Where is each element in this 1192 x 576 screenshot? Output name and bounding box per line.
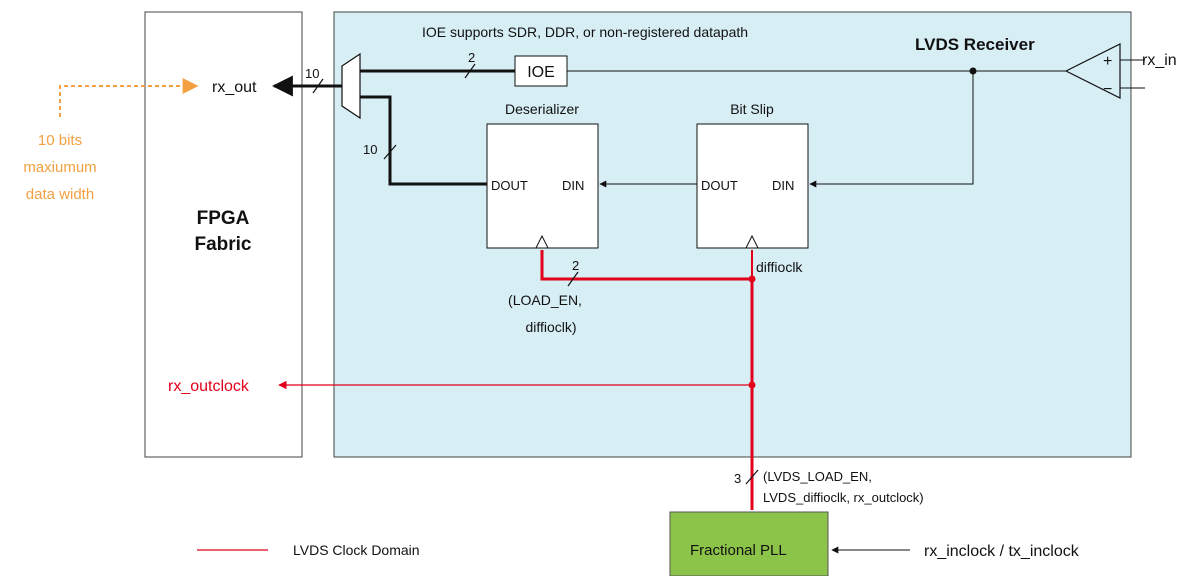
bitslip-title: Bit Slip: [730, 101, 774, 117]
data-width-line1: 10 bits: [38, 132, 82, 149]
bitslip-block: [696, 123, 809, 249]
ioe-label: IOE: [527, 64, 555, 81]
data-width-line2: maxiumum: [23, 159, 96, 176]
clock-junction-top: [748, 275, 756, 283]
deser-width-tick: [383, 144, 397, 160]
ioe-block: [514, 55, 568, 87]
ioe-note: IOE supports SDR, DDR, or non-registered…: [422, 24, 748, 40]
lvds-input-buffer: [1064, 43, 1121, 99]
rx-out-label: rx_out: [212, 79, 257, 96]
pll-bus-width-tick: [745, 469, 759, 485]
rx-in-label: rx_in: [1142, 52, 1177, 69]
clock-junction-outclock: [748, 381, 756, 389]
deserializer-title: Deserializer: [505, 101, 579, 117]
load-en-label-line2: diffioclk): [525, 319, 576, 335]
fractional-pll-label: Fractional PLL: [690, 542, 787, 559]
output-mux: [341, 52, 361, 120]
load-en-label-line1: (LOAD_EN,: [508, 292, 582, 308]
rx-out-width: 10: [305, 66, 319, 81]
fpga-fabric-label-line2: Fabric: [194, 234, 251, 255]
ioe-width: 2: [468, 50, 475, 65]
deser-width: 10: [363, 142, 377, 157]
buffer-plus: +: [1103, 53, 1112, 70]
pll-bus-width: 3: [734, 471, 741, 486]
deserializer-clock-pin: [535, 234, 549, 249]
deser-to-mux-bus: [360, 95, 487, 186]
legend-label: LVDS Clock Domain: [293, 542, 420, 558]
data-width-line3: data width: [26, 186, 94, 203]
ioe-width-tick: [464, 63, 476, 79]
receiver-to-bitslip: [809, 71, 974, 188]
deserializer-block: [486, 123, 599, 249]
rx-inclock-label: rx_inclock / tx_inclock: [924, 543, 1080, 560]
bitslip-dout: DOUT: [701, 178, 738, 193]
fpga-fabric-label-line1: FPGA: [197, 208, 250, 229]
rx-out-width-tick: [312, 78, 324, 94]
fractional-pll-block: [669, 511, 829, 576]
buffer-minus: −: [1103, 81, 1112, 98]
lvds-receiver-title: LVDS Receiver: [915, 35, 1035, 54]
pll-bus-label-line2: LVDS_diffioclk, rx_outclock): [763, 490, 924, 505]
pll-bus-label-line1: (LVDS_LOAD_EN,: [763, 469, 872, 484]
bitslip-clock-pin: [745, 234, 759, 249]
rx-outclock-label: rx_outclock: [168, 378, 250, 395]
load-en-clock-line: [540, 250, 752, 281]
bitslip-din: DIN: [772, 178, 794, 193]
load-en-width-tick: [567, 271, 579, 287]
load-en-width: 2: [572, 258, 579, 273]
diffioclk-label: diffioclk: [756, 259, 803, 275]
data-width-leader: [59, 78, 199, 117]
deserializer-din: DIN: [562, 178, 584, 193]
deserializer-dout: DOUT: [491, 178, 528, 193]
